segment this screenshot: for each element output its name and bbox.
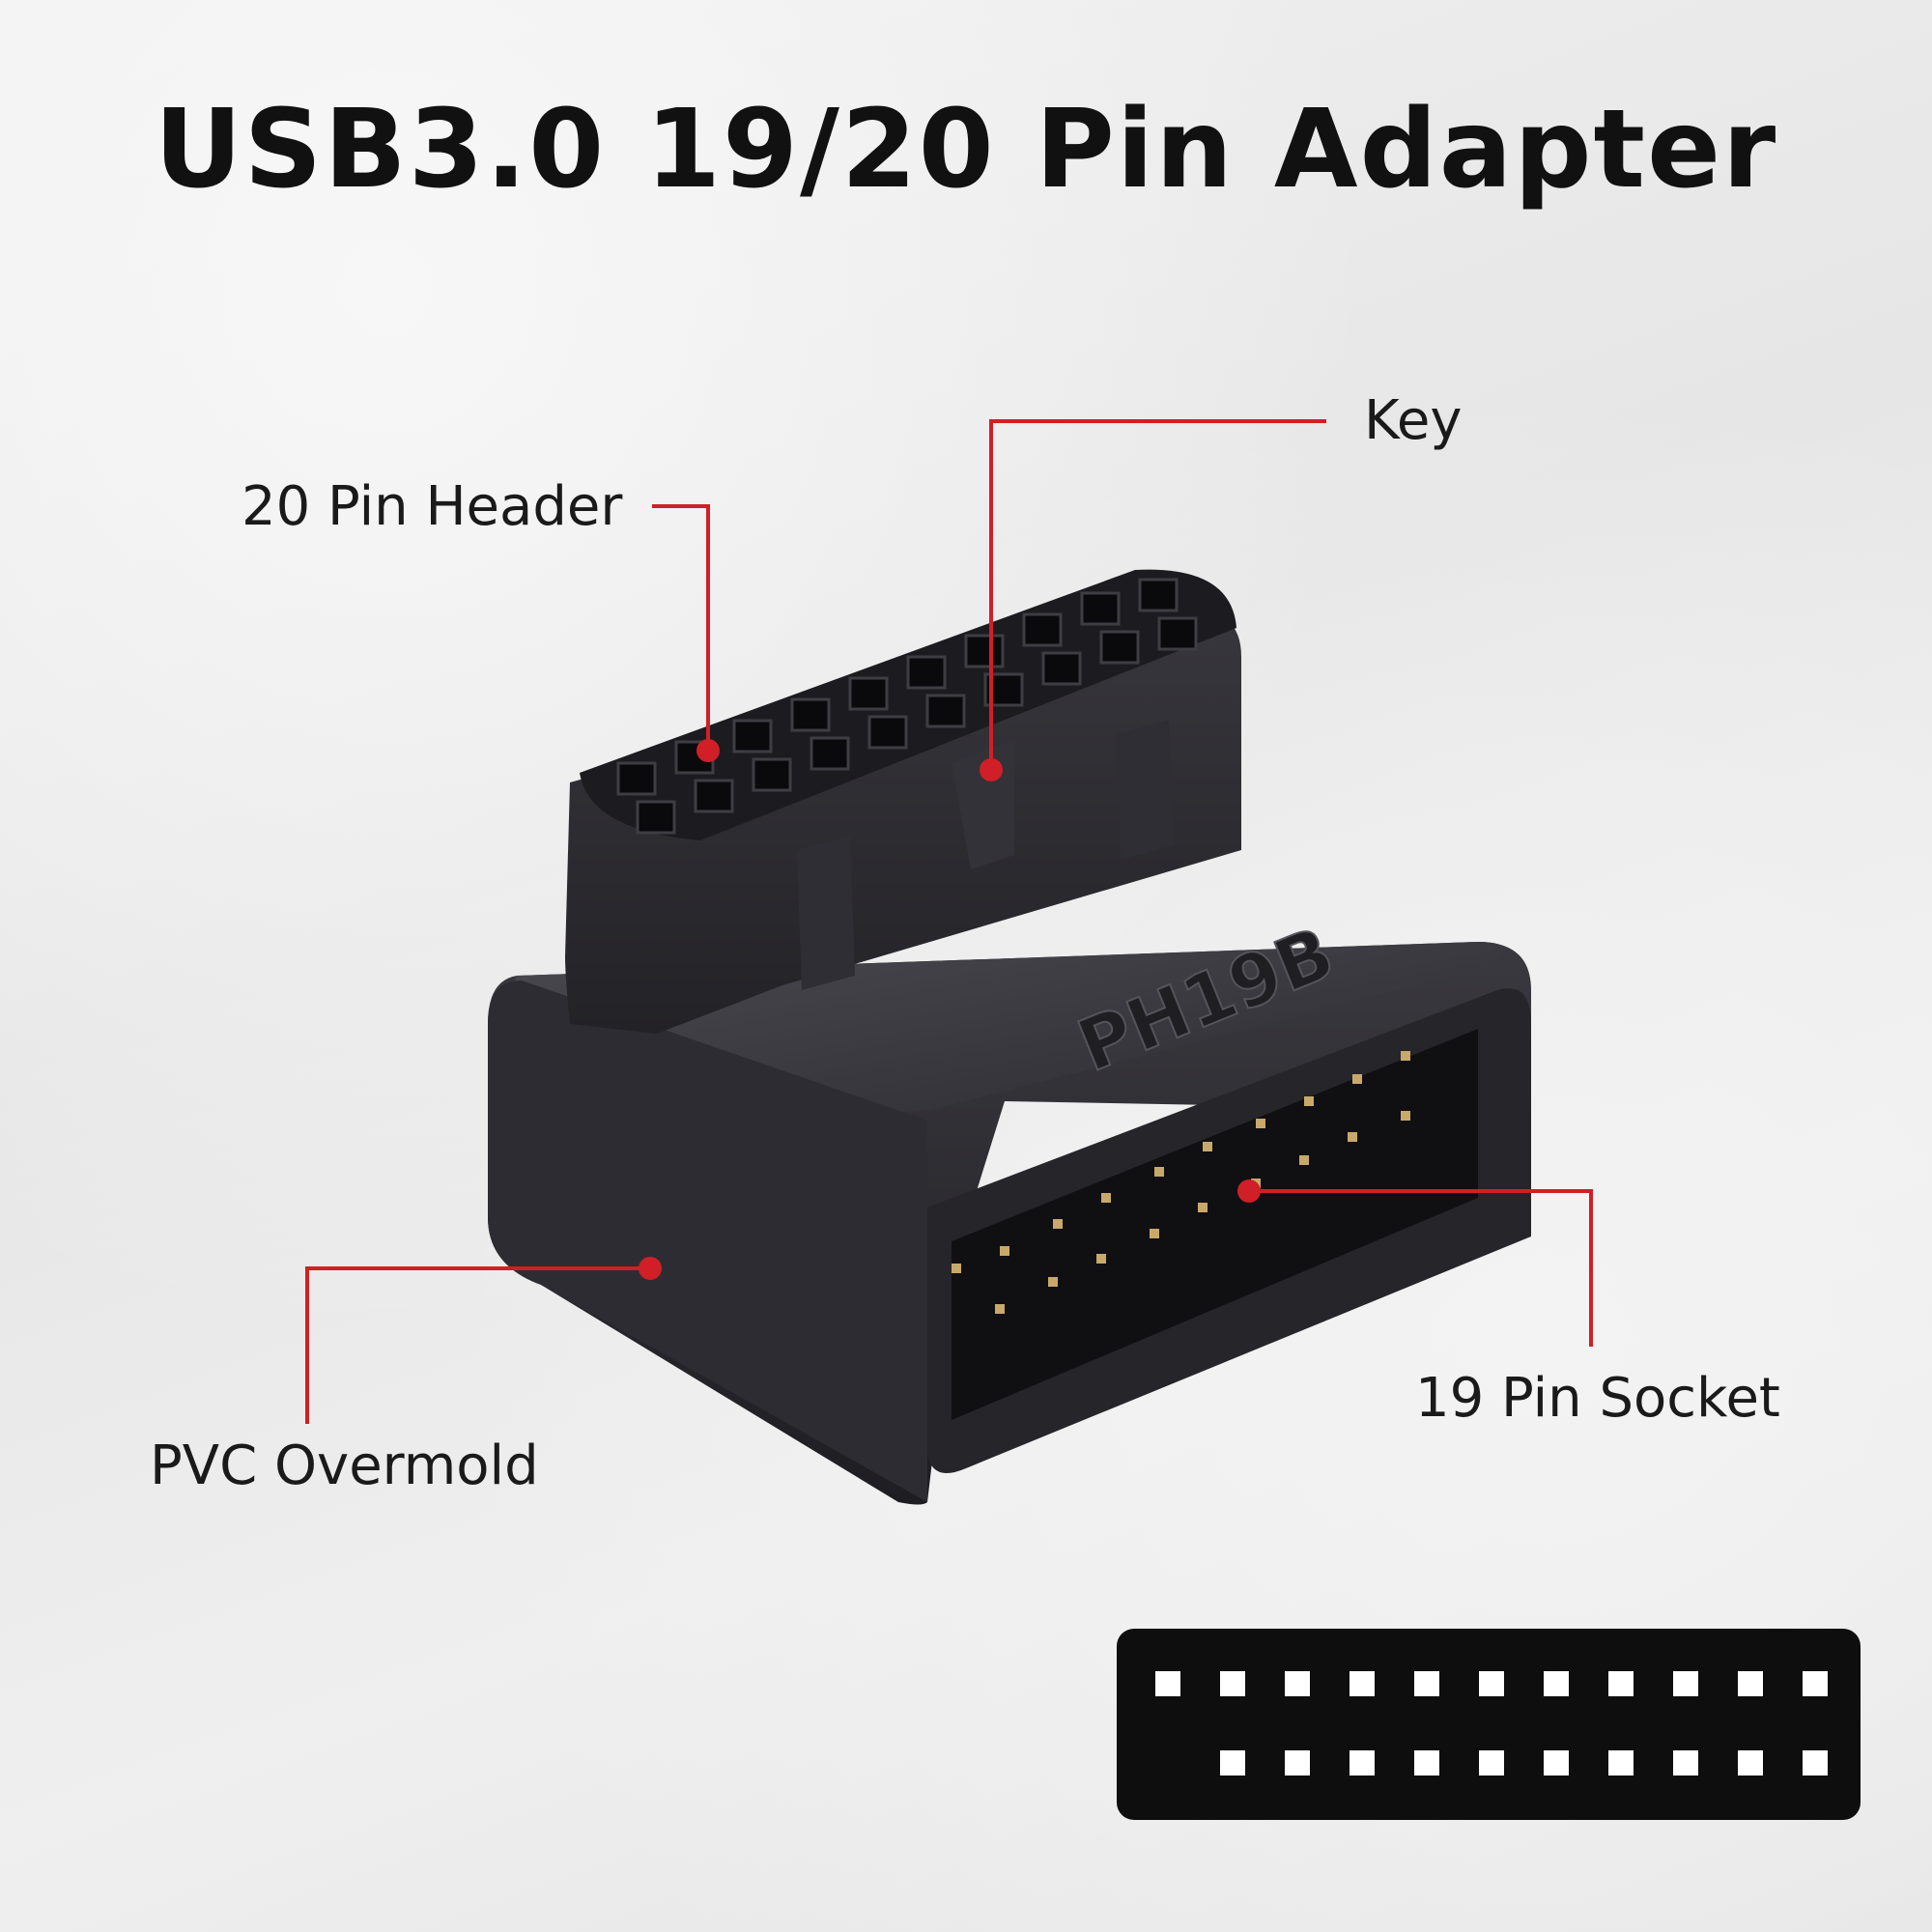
pinout-pin-bottom: [1544, 1750, 1569, 1776]
pinout-pin-top: [1220, 1671, 1245, 1696]
pinout-pin-top: [1350, 1671, 1375, 1696]
pinout-diagram: [1117, 1629, 1861, 1820]
page-title: USB3.0 19/20 Pin Adapter: [154, 87, 1778, 213]
pinout-pin-bottom: [1738, 1750, 1763, 1776]
label-pin-header: 20 Pin Header: [242, 475, 623, 538]
pinout-pin-bottom: [1608, 1750, 1634, 1776]
pinout-pin-top: [1479, 1671, 1504, 1696]
pinout-pin-top: [1803, 1671, 1828, 1696]
label-pin-socket: 19 Pin Socket: [1415, 1367, 1780, 1430]
pinout-pin-top: [1155, 1671, 1180, 1696]
callout-line-key: [989, 419, 1326, 768]
pinout-pin-bottom: [1803, 1750, 1828, 1776]
pinout-pin-bottom: [1479, 1750, 1504, 1776]
overmold-body: PH19B: [488, 911, 1531, 1505]
pinout-pin-top: [1414, 1671, 1439, 1696]
pinout-pin-top: [1738, 1671, 1763, 1696]
pinout-pin-top: [1673, 1671, 1698, 1696]
pinout-pin-bottom: [1414, 1750, 1439, 1776]
pin-header-block: [565, 569, 1241, 1034]
pinout-pin-top: [1608, 1671, 1634, 1696]
callout-line-socket: [1249, 1189, 1593, 1347]
pinout-pin-bottom: [1285, 1750, 1310, 1776]
callout-dot-overmold: [639, 1257, 662, 1280]
callout-line-overmold: [305, 1266, 650, 1424]
callout-dot-key: [980, 758, 1003, 781]
pinout-pin-bottom: [1350, 1750, 1375, 1776]
callout-dot-socket: [1237, 1179, 1261, 1203]
pinout-pin-bottom: [1220, 1750, 1245, 1776]
pinout-pin-top: [1544, 1671, 1569, 1696]
pinout-pin-bottom: [1673, 1750, 1698, 1776]
callout-line-header: [652, 504, 710, 749]
label-overmold: PVC Overmold: [150, 1435, 539, 1497]
callout-dot-header: [696, 739, 720, 762]
pinout-pin-top: [1285, 1671, 1310, 1696]
label-key: Key: [1364, 389, 1463, 452]
